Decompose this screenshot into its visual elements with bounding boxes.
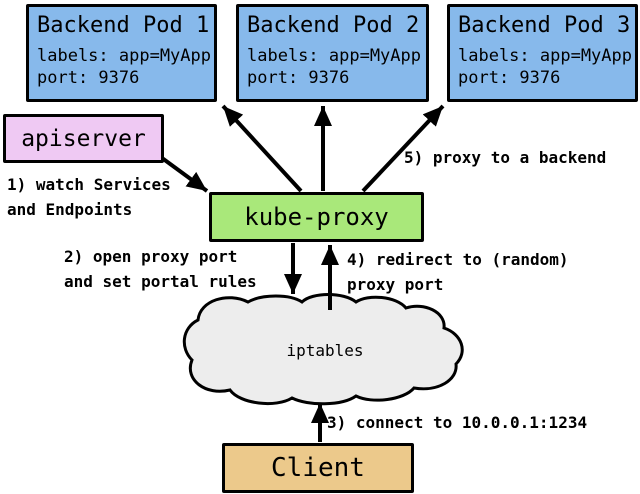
backend-pod-1-box: Backend Pod 1 labels: app=MyApp port: 93… xyxy=(26,4,217,102)
annotation-step-1-line-1: 1) watch Services xyxy=(7,175,171,194)
annotation-step-2: 2) open proxy port and set portal rules xyxy=(64,244,257,294)
backend-pod-1-title: Backend Pod 1 xyxy=(37,13,210,38)
backend-pod-3-port: port: 9376 xyxy=(458,68,561,88)
arrow-kube-proxy-to-pod-3 xyxy=(361,104,445,193)
backend-pod-1-port: port: 9376 xyxy=(37,68,140,88)
apiserver-box: apiserver xyxy=(3,114,164,163)
annotation-step-1: 1) watch Services and Endpoints xyxy=(7,172,171,222)
iptables-label: iptables xyxy=(286,341,364,360)
client-label: Client xyxy=(271,453,365,483)
annotation-step-1-line-2: and Endpoints xyxy=(7,200,133,219)
backend-pod-3-title: Backend Pod 3 xyxy=(458,13,631,38)
kube-proxy-label: kube-proxy xyxy=(244,203,389,231)
annotation-step-2-line-1: 2) open proxy port xyxy=(64,247,238,266)
backend-pod-2-title: Backend Pod 2 xyxy=(247,13,420,38)
annotation-step-5: 5) proxy to a backend xyxy=(404,148,607,167)
backend-pod-1-labels: labels: app=MyApp xyxy=(37,46,211,66)
backend-pod-2-labels: labels: app=MyApp xyxy=(247,46,421,66)
arrow-kube-proxy-to-pod-1 xyxy=(221,104,303,193)
backend-pod-3-box: Backend Pod 3 labels: app=MyApp port: 93… xyxy=(447,4,638,102)
iptables-cloud xyxy=(182,293,464,406)
backend-pod-2-box: Backend Pod 2 labels: app=MyApp port: 93… xyxy=(236,4,429,102)
backend-pod-3-labels: labels: app=MyApp xyxy=(458,46,632,66)
backend-pod-2-port: port: 9376 xyxy=(247,68,350,88)
arrow-apiserver-to-kube-proxy xyxy=(160,156,209,193)
apiserver-label: apiserver xyxy=(21,125,146,152)
annotation-step-3: 3) connect to 10.0.0.1:1234 xyxy=(327,413,588,432)
kube-proxy-box: kube-proxy xyxy=(209,192,424,242)
annotation-step-4-line-2: proxy port xyxy=(347,275,444,294)
annotation-step-4: 4) redirect to (random) proxy port xyxy=(347,247,569,297)
client-box: Client xyxy=(222,443,414,493)
annotation-step-4-line-1: 4) redirect to (random) xyxy=(347,250,569,269)
annotation-step-2-line-2: and set portal rules xyxy=(64,272,257,291)
